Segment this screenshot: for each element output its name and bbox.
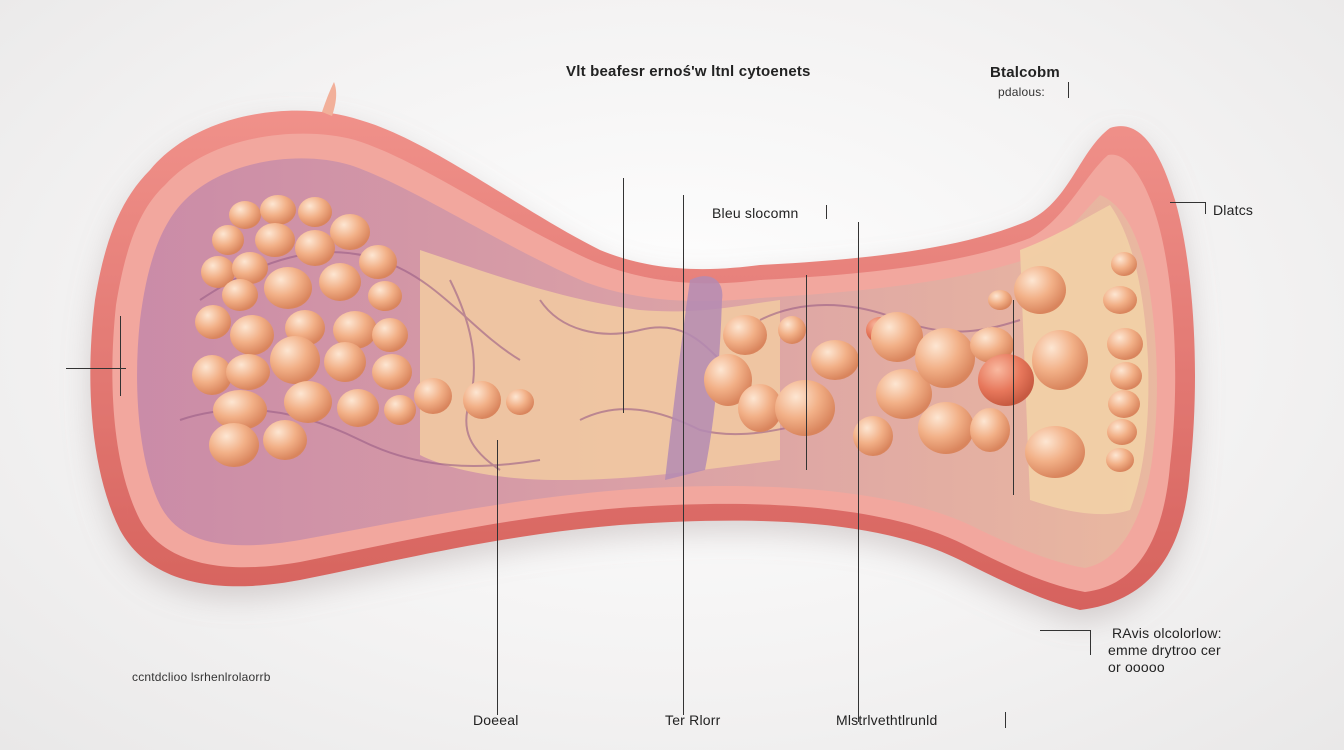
label-top-right-1: Btalcobm	[990, 64, 1060, 81]
leader-line-6	[1013, 300, 1014, 495]
label-top-right-2: pdalous:	[998, 85, 1045, 99]
leader-line-7	[1170, 202, 1205, 203]
leader-line-1	[623, 178, 624, 413]
label-mid-center: Bleu slocomn	[712, 205, 799, 221]
leader-line-8	[1205, 202, 1206, 214]
label-bottom-left: ccntdclioo lsrhenlrolaorrb	[132, 670, 271, 684]
label-right-side: Dlatcs	[1213, 202, 1254, 218]
stalk	[322, 82, 337, 116]
cell-cluster-right	[704, 252, 1143, 478]
label-bottom-3: Mlstrlvethtlrunld	[836, 712, 938, 728]
leader-line-13	[826, 205, 827, 219]
leader-line-15	[1005, 712, 1006, 728]
central-vessel	[665, 276, 723, 480]
leader-line-3	[806, 275, 807, 470]
leader-line-11	[120, 316, 121, 396]
leader-line-10	[1090, 630, 1091, 655]
leader-line-9	[1040, 630, 1090, 631]
label-top-center: Vlt beafesr ernoś'w ltnl cytoenets	[566, 63, 811, 80]
leader-line-14	[1068, 82, 1069, 98]
label-bottom-right-2: emme drytroo cer	[1108, 642, 1221, 658]
cell-cluster-left	[192, 195, 534, 467]
leader-line-2	[683, 195, 684, 715]
leader-line-12	[66, 368, 126, 369]
label-bottom-2: Ter Rlorr	[665, 712, 721, 728]
label-bottom-right-1: RAvis olcolorlow:	[1112, 625, 1222, 641]
leader-line-5	[497, 440, 498, 715]
label-bottom-right-3: or ooooo	[1108, 659, 1165, 675]
label-bottom-1: Doeeal	[473, 712, 519, 728]
leader-line-4	[858, 222, 859, 722]
